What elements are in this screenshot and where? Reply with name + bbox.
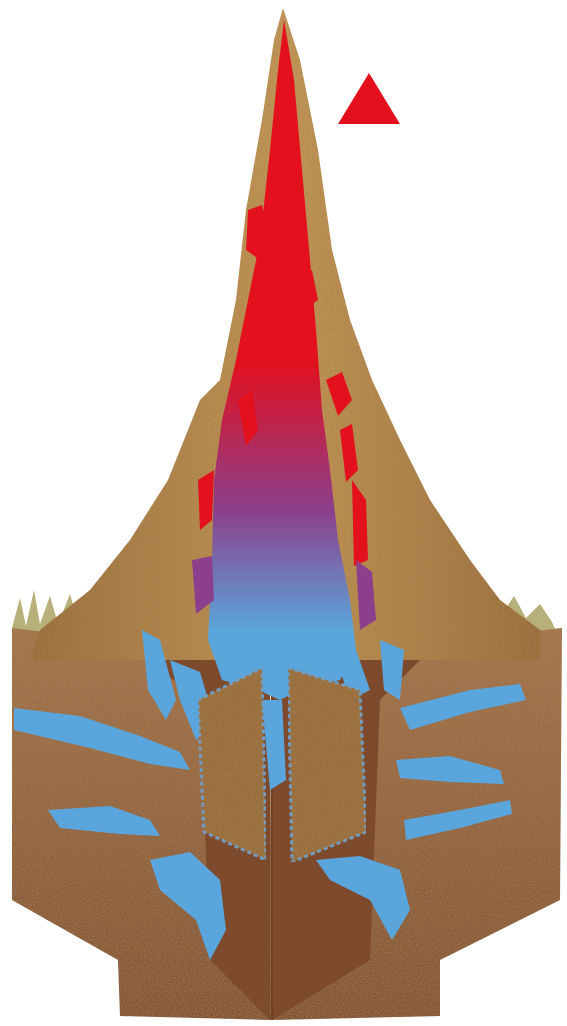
- up-arrow-icon: [338, 73, 400, 124]
